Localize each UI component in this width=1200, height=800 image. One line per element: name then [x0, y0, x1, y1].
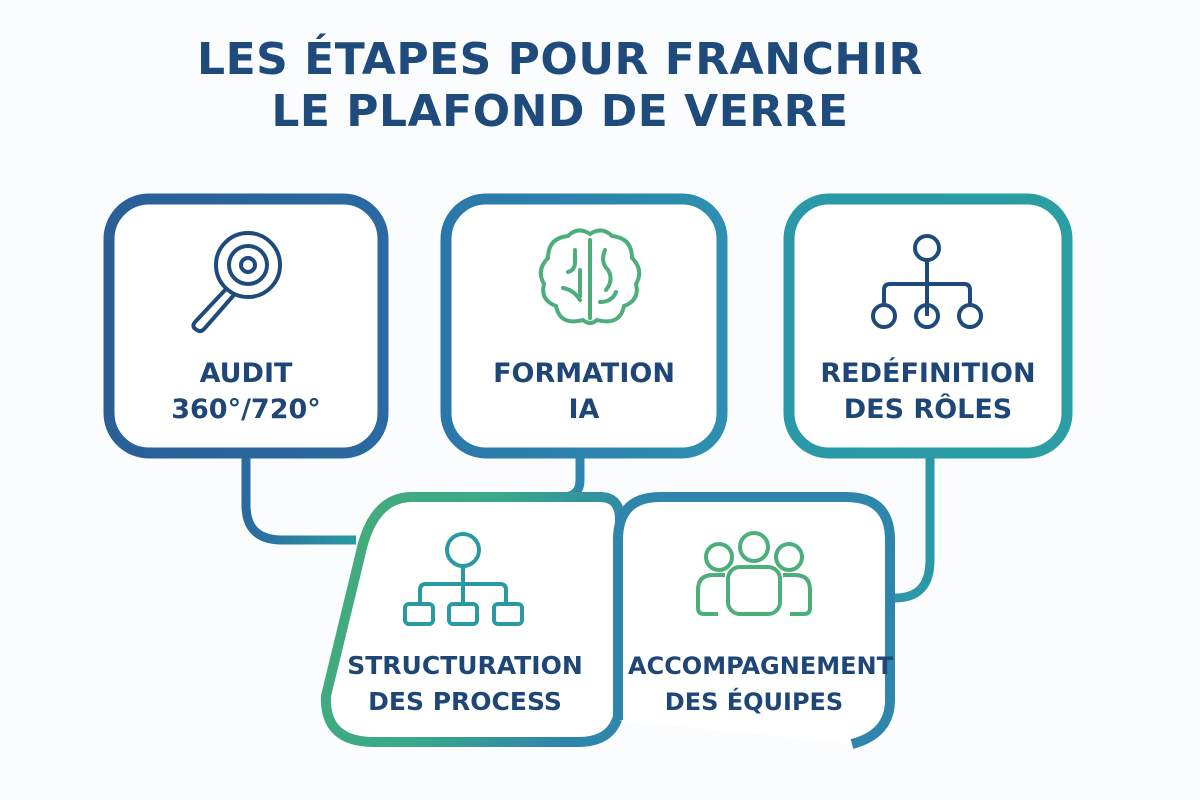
title-line-1: LES ÉTAPES POUR FRANCHIR [197, 34, 923, 85]
step-label-redefinition: REDÉFINITION DES RÔLES [789, 356, 1067, 428]
step-box-audit [103, 193, 389, 459]
step-box-formation [440, 193, 728, 459]
connector-redefinition-accompagnement [894, 458, 935, 603]
connector-audit-structuration [241, 458, 356, 545]
step-audit-line1: AUDIT [199, 358, 293, 389]
step-structuration-line1: STRUCTURATION [347, 651, 583, 680]
magnifier-target-icon [191, 231, 282, 334]
step-formation-line2: IA [568, 394, 600, 425]
page-title: LES ÉTAPES POUR FRANCHIR LE PLAFOND DE V… [0, 34, 1120, 138]
step-formation-line1: FORMATION [493, 358, 675, 389]
step-label-structuration: STRUCTURATION DES PROCESS [340, 648, 590, 720]
step-box-structuration [320, 492, 625, 747]
org-chart-icon [871, 234, 983, 329]
team-icon [696, 531, 812, 616]
step-audit-line2: 360°/720° [171, 394, 321, 425]
step-structuration-line2: DES PROCESS [368, 687, 562, 716]
step-label-audit: AUDIT 360°/720° [109, 356, 383, 428]
step-accompagnement-line1: ACCOMPAGNEMENT [628, 652, 893, 680]
connector-formation-structuration [450, 458, 585, 502]
process-hierarchy-icon [403, 532, 524, 626]
title-line-2: LE PLAFOND DE VERRE [271, 86, 849, 137]
step-redefinition-line2: DES RÔLES [843, 394, 1013, 425]
step-label-formation: FORMATION IA [446, 356, 722, 428]
step-label-accompagnement: ACCOMPAGNEMENT DES ÉQUIPES [628, 648, 893, 720]
step-box-accompagnement [613, 492, 895, 749]
step-accompagnement-line2: DES ÉQUIPES [664, 688, 844, 716]
step-redefinition-line1: REDÉFINITION [820, 358, 1036, 389]
brain-icon [538, 228, 642, 325]
